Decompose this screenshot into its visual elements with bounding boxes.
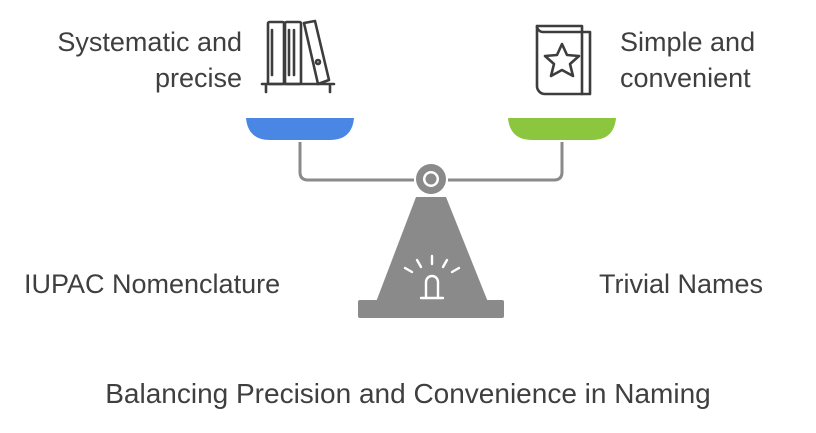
right-pan (508, 118, 616, 140)
diagram-title: Balancing Precision and Convenience in N… (105, 378, 711, 409)
right-description-line1: Simple and (620, 27, 756, 57)
left-pan (246, 118, 354, 140)
star-book-icon (535, 24, 592, 96)
books-on-shelf-icon (260, 19, 336, 94)
scale-base (358, 300, 504, 318)
right-description: Simple and convenient (620, 24, 810, 96)
left-hanger (298, 142, 414, 182)
right-label: Trivial Names (599, 269, 764, 299)
right-hanger (448, 142, 564, 182)
alarm-light-icon (403, 254, 461, 300)
left-description-line2: precise (154, 63, 242, 93)
left-description-line1: Systematic and (57, 27, 242, 57)
left-description: Systematic and precise (20, 24, 242, 96)
left-label: IUPAC Nomenclature (24, 269, 281, 299)
scale-stand (376, 197, 488, 302)
right-description-line2: convenient (620, 63, 751, 93)
